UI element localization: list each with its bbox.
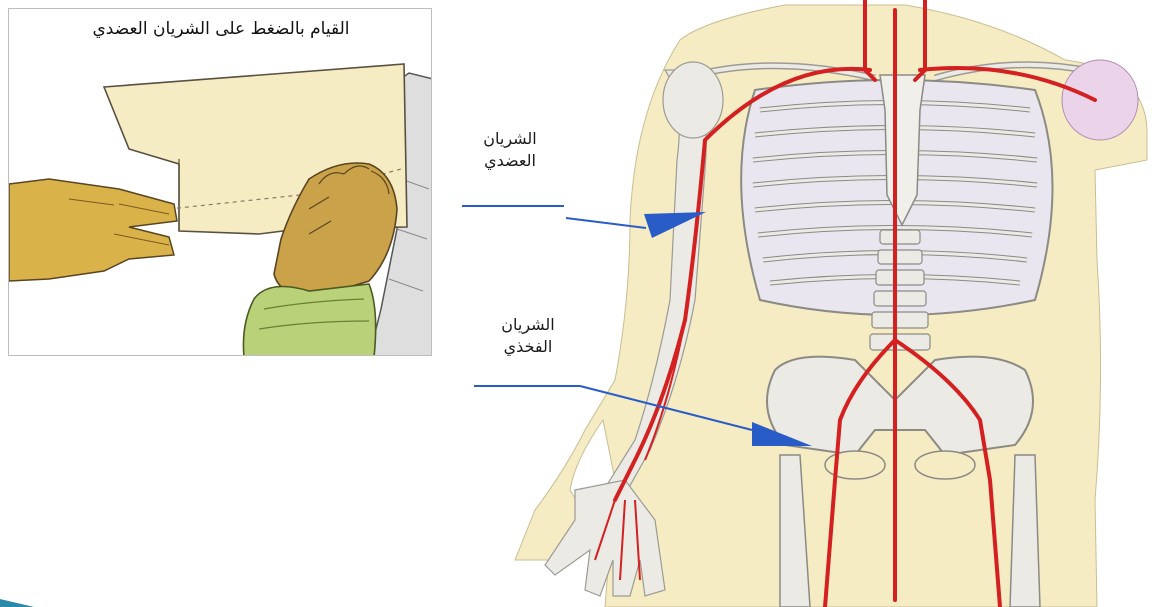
femoral-pointer-arrow [580, 386, 752, 430]
brachial-pointer-arrow [566, 218, 646, 228]
corner-decoration-icon [0, 595, 40, 607]
brachial-arrowhead-icon [644, 212, 706, 238]
femoral-arrowhead-icon [752, 422, 812, 446]
